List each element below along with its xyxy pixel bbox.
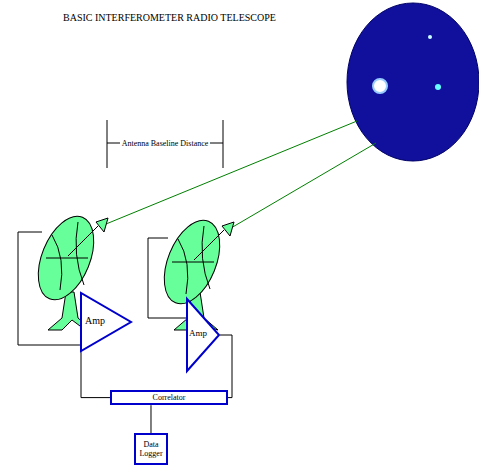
- amplifier-outline: [187, 299, 219, 371]
- star: [373, 79, 387, 93]
- amplifier-outline: [81, 293, 131, 351]
- correlator-box: Correlator: [110, 390, 228, 405]
- amplifier-triangle: Amp: [186, 298, 220, 372]
- sky: [347, 3, 479, 161]
- amplifier-triangle: Amp: [80, 292, 132, 352]
- star: [435, 84, 441, 90]
- signal-wire: [150, 405, 151, 433]
- amplifier-label: Amp: [189, 328, 207, 338]
- dimension-label: Antenna Baseline Distance: [120, 139, 211, 148]
- star: [428, 35, 432, 39]
- box-label: Data Logger: [138, 440, 163, 458]
- signal-ray: [106, 121, 357, 224]
- signal-wire: [220, 335, 232, 398]
- wire: [18, 232, 80, 345]
- data-logger-box: Data Logger: [134, 433, 167, 465]
- signal-wire: [81, 351, 110, 398]
- signal-ray: [231, 143, 376, 228]
- baseline-bracket: [107, 120, 223, 168]
- diagram-title: BASIC INTERFEROMETER RADIO TELESCOPE: [63, 12, 276, 23]
- amplifier-label: Amp: [85, 315, 105, 327]
- wire: [148, 238, 186, 318]
- box-label: Correlator: [153, 393, 186, 402]
